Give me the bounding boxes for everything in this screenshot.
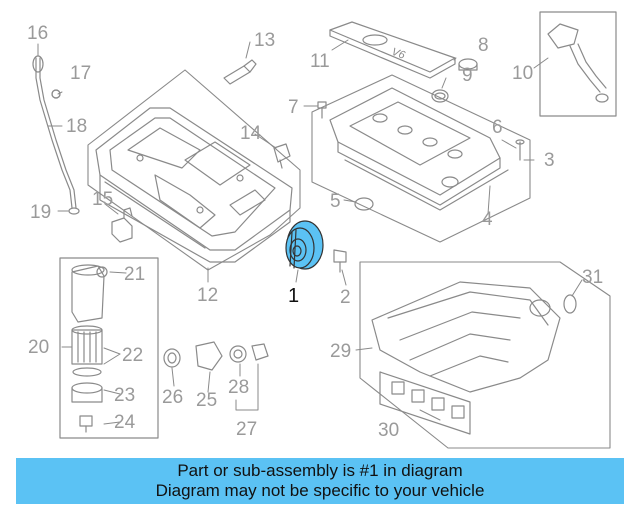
intake-o-ring <box>563 294 577 314</box>
callout-13[interactable]: 13 <box>254 30 276 51</box>
callout-29[interactable]: 29 <box>330 341 352 362</box>
callout-17[interactable]: 17 <box>70 63 92 84</box>
leader-lines <box>37 39 583 425</box>
filter-cap <box>71 382 103 403</box>
callout-31[interactable]: 31 <box>582 267 604 288</box>
callout-28[interactable]: 28 <box>228 377 250 398</box>
callout-9[interactable]: 9 <box>462 65 473 86</box>
callout-19[interactable]: 19 <box>30 202 52 223</box>
info-banner: Part or sub-assembly is #1 in diagram Di… <box>16 458 624 504</box>
callout-20[interactable]: 20 <box>28 337 50 358</box>
callout-22[interactable]: 22 <box>122 345 144 366</box>
callout-30[interactable]: 30 <box>378 420 400 441</box>
intake-manifold-group-outline <box>359 261 611 449</box>
crankshaft-pulley <box>285 220 324 270</box>
oil-level-sensor <box>273 143 291 169</box>
oil-control-valve <box>195 341 223 371</box>
valve-cover-bolt <box>515 139 525 161</box>
callout-21[interactable]: 21 <box>124 264 146 285</box>
drain-plug <box>111 207 133 243</box>
callout-18[interactable]: 18 <box>66 116 88 137</box>
valve-cover <box>329 87 509 211</box>
callout-23[interactable]: 23 <box>114 385 136 406</box>
callout-7[interactable]: 7 <box>288 97 299 118</box>
oil-pan-group-outline <box>87 69 301 271</box>
sealant-tube <box>223 59 257 85</box>
callout-24[interactable]: 24 <box>114 412 136 433</box>
pulley-bolt <box>333 249 347 273</box>
parts-diagram: V6 <box>32 11 617 449</box>
callout-16[interactable]: 16 <box>27 23 49 44</box>
banner-line-2: Diagram may not be specific to your vehi… <box>155 481 485 500</box>
intake-manifold <box>371 281 561 393</box>
banner-line-1: Part or sub-assembly is #1 in diagram <box>177 461 463 480</box>
pcv-hose <box>547 23 609 103</box>
gasket <box>163 348 181 368</box>
callout-10[interactable]: 10 <box>512 63 534 84</box>
callout-26[interactable]: 26 <box>162 387 184 408</box>
plug <box>251 343 269 361</box>
oil-filter-group-box <box>59 257 159 439</box>
callout-1[interactable]: 1 <box>288 285 300 307</box>
seal <box>229 345 247 363</box>
callout-25[interactable]: 25 <box>196 390 218 411</box>
callout-12[interactable]: 12 <box>197 285 219 306</box>
callout-15[interactable]: 15 <box>92 189 114 210</box>
callout-11[interactable]: 11 <box>310 51 330 72</box>
filter-o-ring <box>72 367 102 377</box>
oil-pan <box>95 107 293 263</box>
oil-seal <box>354 197 374 211</box>
callout-6[interactable]: 6 <box>492 117 503 138</box>
callout-14[interactable]: 14 <box>240 123 262 144</box>
o-ring <box>51 89 61 99</box>
intake-gasket <box>379 371 471 435</box>
callout-8[interactable]: 8 <box>478 35 489 56</box>
callout-2[interactable]: 2 <box>340 287 351 308</box>
callout-27[interactable]: 27 <box>236 419 258 440</box>
callout-3[interactable]: 3 <box>544 150 555 171</box>
bolt <box>317 101 327 119</box>
engine-cover <box>329 21 456 79</box>
cap-gasket <box>431 89 449 103</box>
callout-4[interactable]: 4 <box>482 209 493 230</box>
callout-5[interactable]: 5 <box>330 191 341 212</box>
oil-filler-cap <box>458 58 478 71</box>
valve-cover-group-outline <box>311 74 531 243</box>
drain-plug-small <box>79 415 93 433</box>
oil-filter-housing <box>71 264 108 323</box>
engine-cover-logo: V6 <box>390 46 408 62</box>
oil-filter-element <box>71 325 103 365</box>
